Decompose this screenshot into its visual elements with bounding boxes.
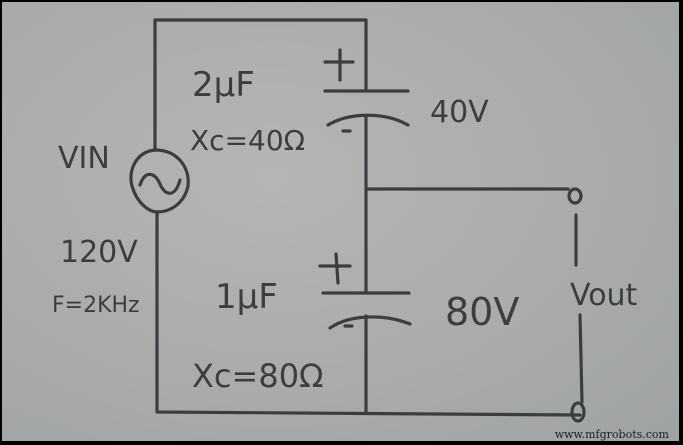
wire-top <box>153 18 368 92</box>
capacitor-1-value: 2µF <box>192 65 255 105</box>
capacitor-1-reactance: Xc=40Ω <box>190 124 305 157</box>
vout-lead-bottom <box>578 313 584 404</box>
source-label: VIN <box>58 141 110 176</box>
ac-source-wave <box>138 172 182 195</box>
capacitor-1-plate-bottom <box>326 113 410 127</box>
output-label: Vout <box>570 278 638 313</box>
watermark: www.mfgrobots.com <box>554 428 669 441</box>
capacitor-2-value: 1µF <box>215 277 278 317</box>
terminal-top <box>567 187 583 205</box>
source-frequency: F=2KHz <box>52 293 140 318</box>
capacitor-2-plate-bottom <box>328 315 412 330</box>
capacitor-1-plus <box>323 48 355 82</box>
terminal-bottom <box>570 401 586 423</box>
capacitor-2-plus <box>318 252 352 285</box>
capacitor-2-voltage: 80V <box>445 290 519 334</box>
wire-left-bottom <box>155 210 582 417</box>
capacitor-2-reactance: Xc=80Ω <box>192 357 324 395</box>
source-voltage: 120V <box>60 235 138 270</box>
capacitor-1-voltage: 40V <box>430 95 489 130</box>
